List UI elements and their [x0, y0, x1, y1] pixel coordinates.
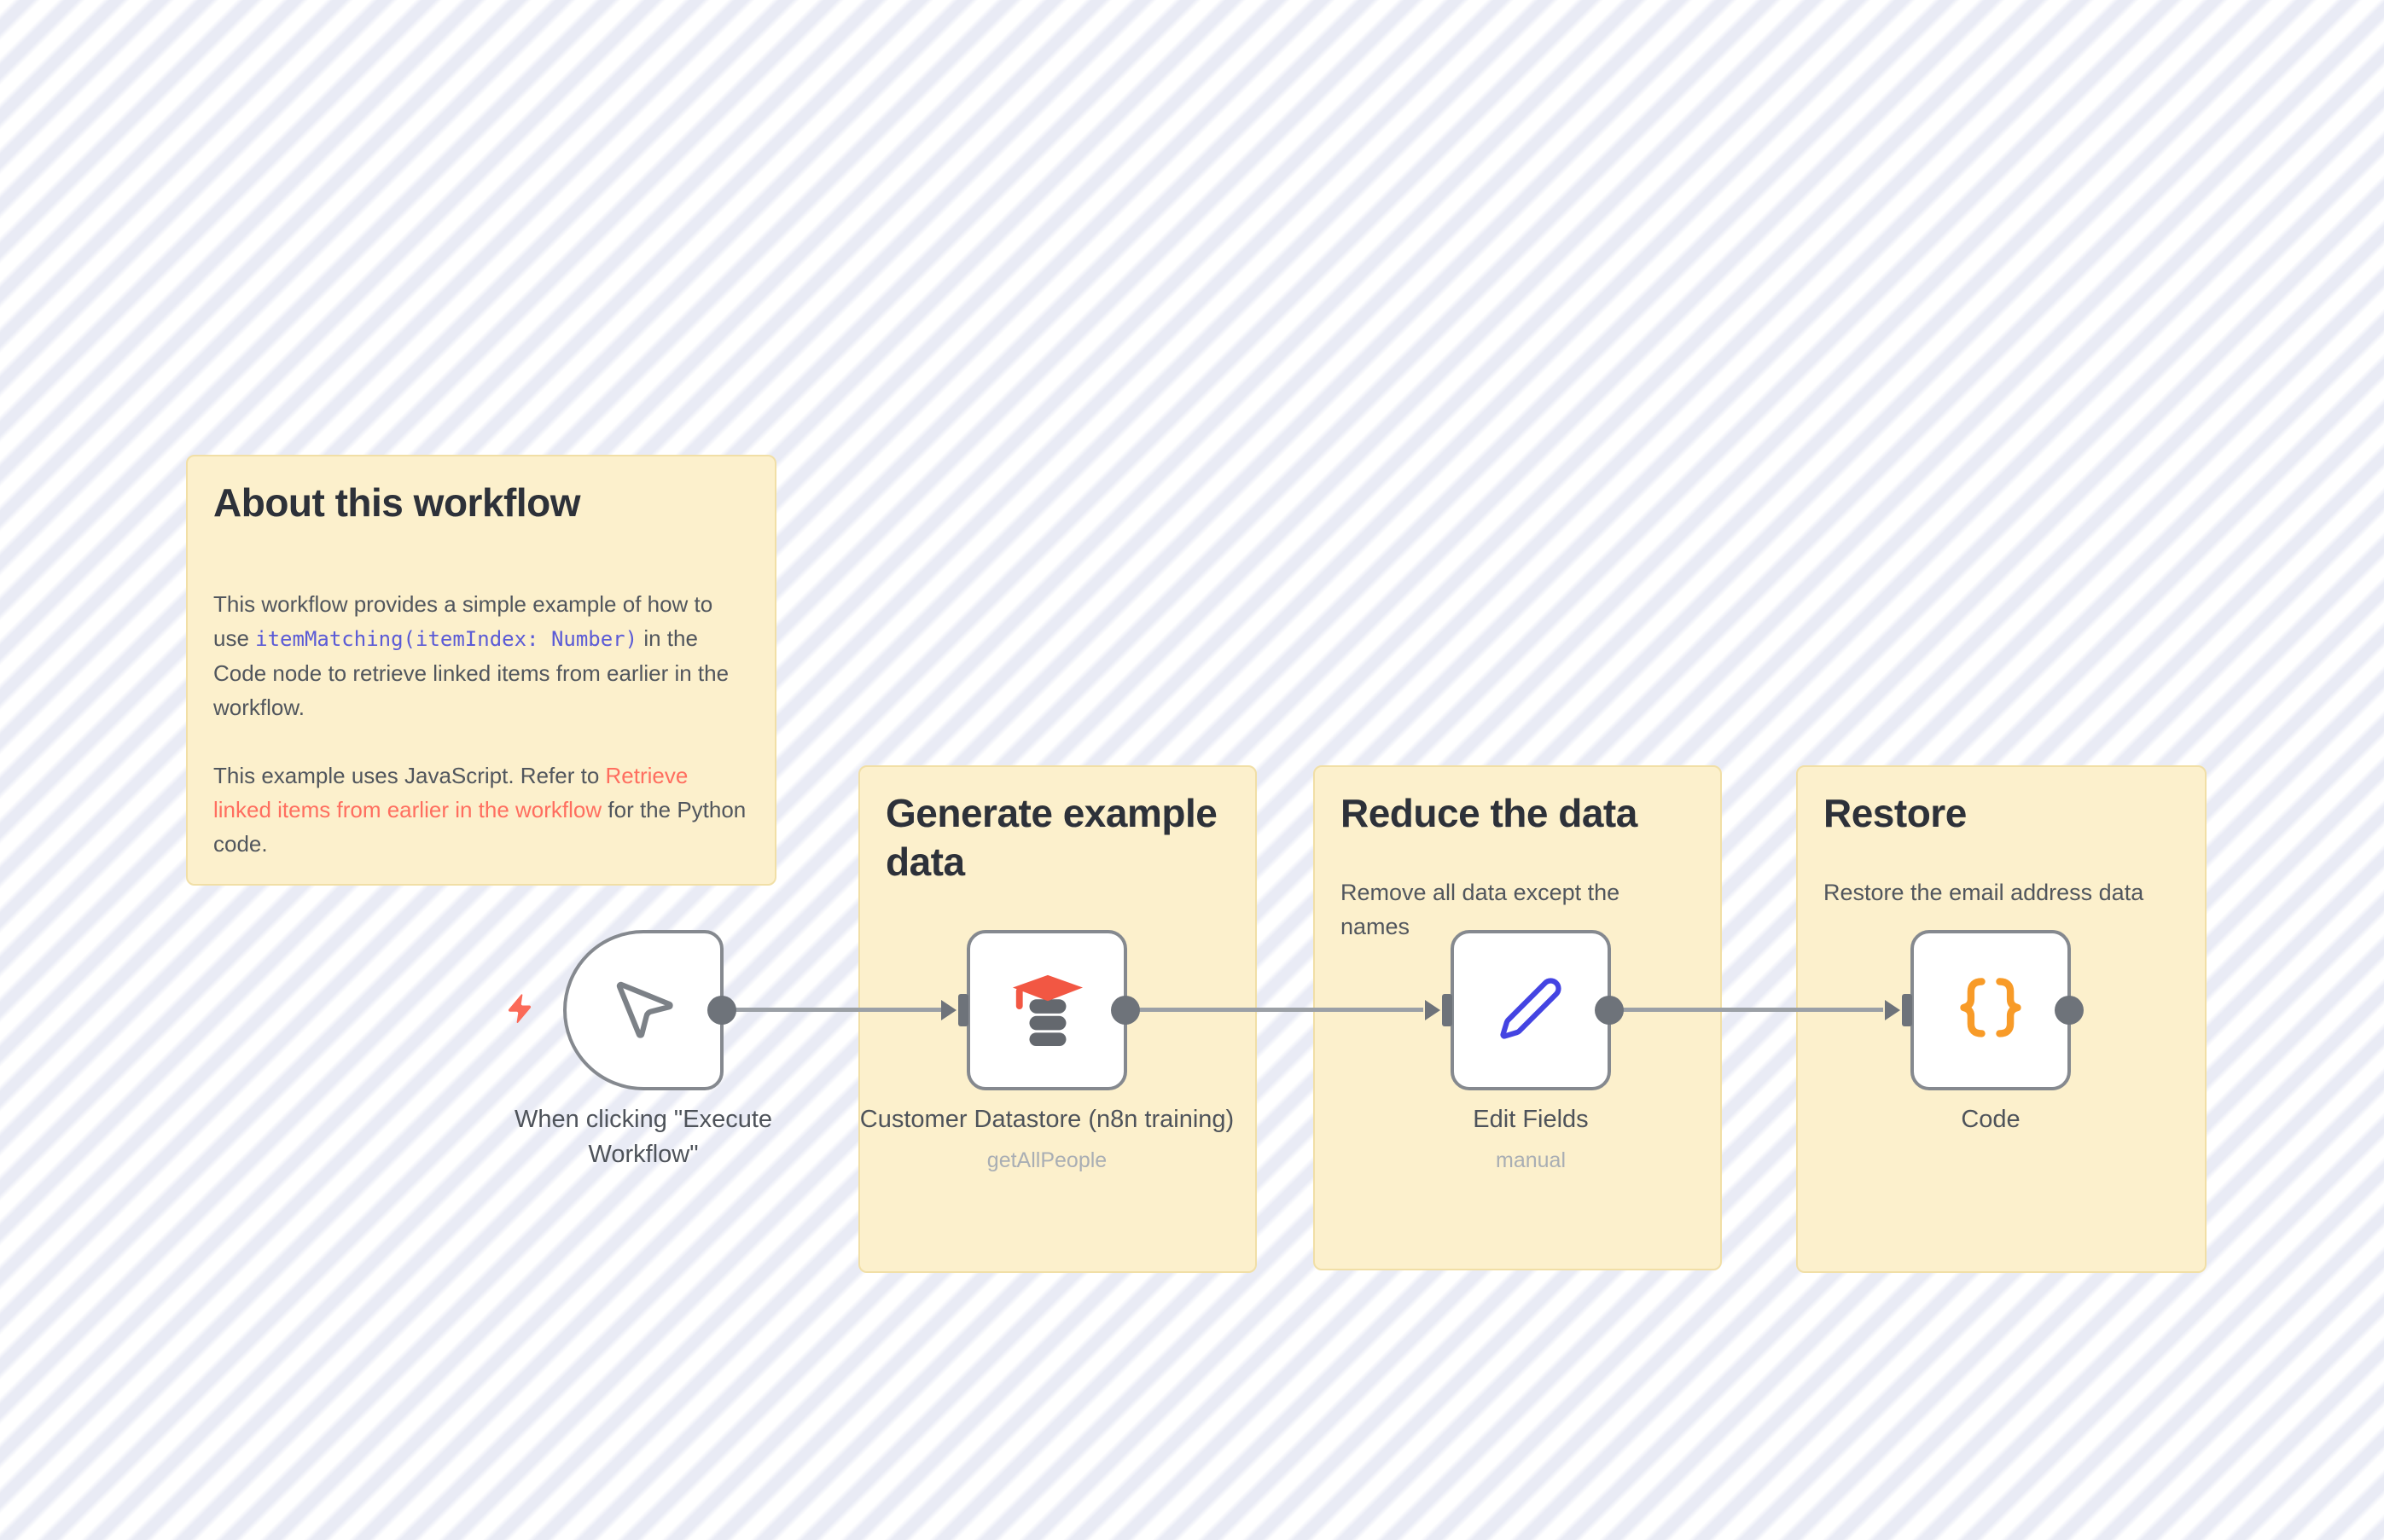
pencil-icon	[1497, 975, 1564, 1046]
docs-link[interactable]: Retrieve linked items from earlier in th…	[213, 763, 689, 822]
input-port[interactable]	[1883, 991, 1914, 1029]
sticky-note-about-workflow[interactable]: About this workflow This workflow provid…	[186, 455, 776, 886]
inline-code: itemMatching(itemIndex: Number)	[255, 627, 638, 651]
sticky-title: Reduce the data	[1340, 791, 1637, 835]
connection-datastore-to-edit-fields	[1127, 1008, 1423, 1012]
mouse-pointer-icon	[608, 973, 679, 1049]
node-customer-datastore[interactable]	[941, 930, 1140, 1090]
curly-braces-icon	[1955, 973, 2026, 1049]
node-manual-trigger[interactable]	[563, 930, 736, 1090]
input-port[interactable]	[939, 991, 970, 1029]
sticky-body: Remove all data except the names	[1340, 880, 1620, 939]
output-port[interactable]	[1111, 996, 1140, 1025]
sticky-note-generate-example-data[interactable]: Generate example data	[858, 765, 1257, 1273]
sticky-title: About this workflow	[213, 480, 581, 525]
node-code[interactable]	[1885, 930, 2084, 1090]
output-port[interactable]	[707, 996, 736, 1025]
node-subtitle: manual	[1496, 1148, 1566, 1172]
node-label-manual-trigger: When clicking "Execute Workflow"	[514, 1106, 773, 1168]
sticky-title: Generate example data	[886, 791, 1218, 884]
output-port[interactable]	[1595, 996, 1624, 1025]
input-port[interactable]	[1423, 991, 1454, 1029]
connection-edit-fields-to-code	[1610, 1008, 1883, 1012]
sticky-title: Restore	[1823, 791, 1967, 835]
connection-trigger-to-datastore	[724, 1008, 942, 1012]
graduation-cap-database-icon	[1009, 971, 1084, 1050]
node-label-edit-fields: Edit Fields manual	[1360, 1102, 1701, 1178]
output-port[interactable]	[2055, 996, 2084, 1025]
node-subtitle: getAllPeople	[986, 1148, 1108, 1172]
node-label-code: Code	[1961, 1106, 2021, 1133]
lightning-bolt-icon	[502, 991, 538, 1027]
node-label-customer-datastore: Customer Datastore (n8n training) getAll…	[859, 1102, 1235, 1178]
node-edit-fields[interactable]	[1425, 930, 1624, 1090]
sticky-body: Restore the email address data	[1823, 880, 2144, 905]
sticky-paragraph-1: This workflow provides a simple example …	[213, 591, 730, 720]
sticky-paragraph-2: This example uses JavaScript. Refer to R…	[213, 763, 747, 857]
